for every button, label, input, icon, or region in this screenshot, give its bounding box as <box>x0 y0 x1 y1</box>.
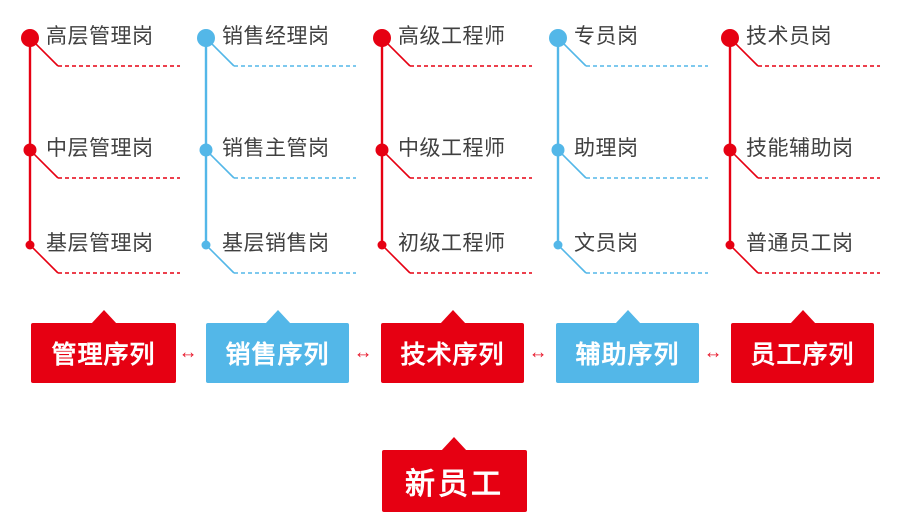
sequence-connector-arrow-icon: ↔ <box>178 342 198 363</box>
ladder-node-dot[interactable] <box>21 29 39 47</box>
ladder-column-support: 专员岗助理岗文员岗 <box>546 0 726 300</box>
ladder-rung-label: 基层销售岗 <box>222 232 330 255</box>
ladder-node-dot[interactable] <box>199 143 213 157</box>
sequence-connector-arrow-icon: ↔ <box>703 342 723 363</box>
ladder-column-staff: 技术员岗技能辅助岗普通员工岗 <box>718 0 898 300</box>
ladder-rung-label: 助理岗 <box>574 137 639 160</box>
sequence-row: 管理序列销售序列技术序列辅助序列员工序列 ↔ ↔ ↔ ↔ <box>0 310 900 390</box>
ladder-node-dot[interactable] <box>201 240 211 250</box>
ladder-node-dot[interactable] <box>25 240 35 250</box>
ladder-node-dot[interactable] <box>551 143 565 157</box>
ladder-graphic-support <box>549 29 708 274</box>
new-employee-label: 新员工 <box>382 450 527 512</box>
ladder-leader-line <box>34 42 59 67</box>
ladder-rung-label: 专员岗 <box>574 25 639 48</box>
ladder-column-management: 高层管理岗中层管理岗基层管理岗 <box>18 0 198 300</box>
ladder-rung-label: 文员岗 <box>574 232 639 255</box>
ladder-node-dot[interactable] <box>721 29 739 47</box>
sequence-tip-icon <box>264 310 291 324</box>
ladder-node-dot[interactable] <box>723 143 737 157</box>
ladder-leader-line <box>734 42 759 67</box>
sequence-label: 辅助序列 <box>556 323 699 383</box>
ladder-leader-line <box>384 247 411 274</box>
sequence-connector-arrow-icon: ↔ <box>353 342 373 363</box>
ladder-rung-label: 中级工程师 <box>398 137 506 160</box>
ladder-graphic-technical <box>373 29 532 274</box>
ladder-leader-line <box>561 153 587 179</box>
ladder-node-dot[interactable] <box>373 29 391 47</box>
ladder-leader-line <box>386 42 411 67</box>
ladder-leader-line <box>33 153 59 179</box>
sequence-label: 管理序列 <box>31 323 176 383</box>
sequence-node[interactable]: 管理序列 <box>31 310 176 390</box>
sequence-connector-arrow-icon: ↔ <box>528 342 548 363</box>
sequence-tip-icon <box>789 310 816 324</box>
ladder-graphic-management <box>21 29 180 274</box>
sequence-tip-icon <box>90 310 117 324</box>
new-employee-tip-icon <box>441 437 467 451</box>
sequence-node[interactable]: 销售序列 <box>206 310 349 390</box>
sequence-tip-icon <box>439 310 466 324</box>
ladder-node-dot[interactable] <box>23 143 37 157</box>
ladder-rung-label: 普通员工岗 <box>746 232 854 255</box>
ladder-rung-label: 销售主管岗 <box>222 137 330 160</box>
ladder-rung-label: 技术员岗 <box>746 25 832 48</box>
ladder-node-dot[interactable] <box>549 29 567 47</box>
ladder-node-dot[interactable] <box>375 143 389 157</box>
ladder-leader-line <box>32 247 59 274</box>
sequence-node[interactable]: 辅助序列 <box>556 310 699 390</box>
ladder-leader-line <box>208 247 235 274</box>
ladder-graphic-sales <box>197 29 356 274</box>
ladder-node-dot[interactable] <box>725 240 735 250</box>
ladder-node-dot[interactable] <box>377 240 387 250</box>
ladder-rung-label: 高级工程师 <box>398 25 506 48</box>
ladder-column-sales: 销售经理岗销售主管岗基层销售岗 <box>194 0 374 300</box>
sequence-tip-icon <box>614 310 641 324</box>
ladder-rung-label: 中层管理岗 <box>46 137 154 160</box>
ladder-leader-line <box>560 247 587 274</box>
sequence-node[interactable]: 员工序列 <box>731 310 874 390</box>
ladder-rung-label: 初级工程师 <box>398 232 506 255</box>
sequence-label: 技术序列 <box>381 323 524 383</box>
sequence-label: 员工序列 <box>731 323 874 383</box>
ladder-leader-line <box>210 42 235 67</box>
ladder-rung-label: 技能辅助岗 <box>746 137 854 160</box>
ladder-node-dot[interactable] <box>197 29 215 47</box>
ladder-leader-line <box>385 153 411 179</box>
ladder-leader-line <box>562 42 587 67</box>
sequence-label: 销售序列 <box>206 323 349 383</box>
sequence-node[interactable]: 技术序列 <box>381 310 524 390</box>
ladder-leader-line <box>209 153 235 179</box>
ladder-leader-line <box>732 247 759 274</box>
ladder-rung-label: 销售经理岗 <box>222 25 330 48</box>
ladder-column-technical: 高级工程师中级工程师初级工程师 <box>370 0 550 300</box>
ladder-node-dot[interactable] <box>553 240 563 250</box>
ladder-leader-line <box>733 153 759 179</box>
new-employee-node[interactable]: 新员工 <box>382 437 527 512</box>
ladder-rung-label: 基层管理岗 <box>46 232 154 255</box>
ladder-rung-label: 高层管理岗 <box>46 25 154 48</box>
ladder-graphic-staff <box>721 29 880 274</box>
